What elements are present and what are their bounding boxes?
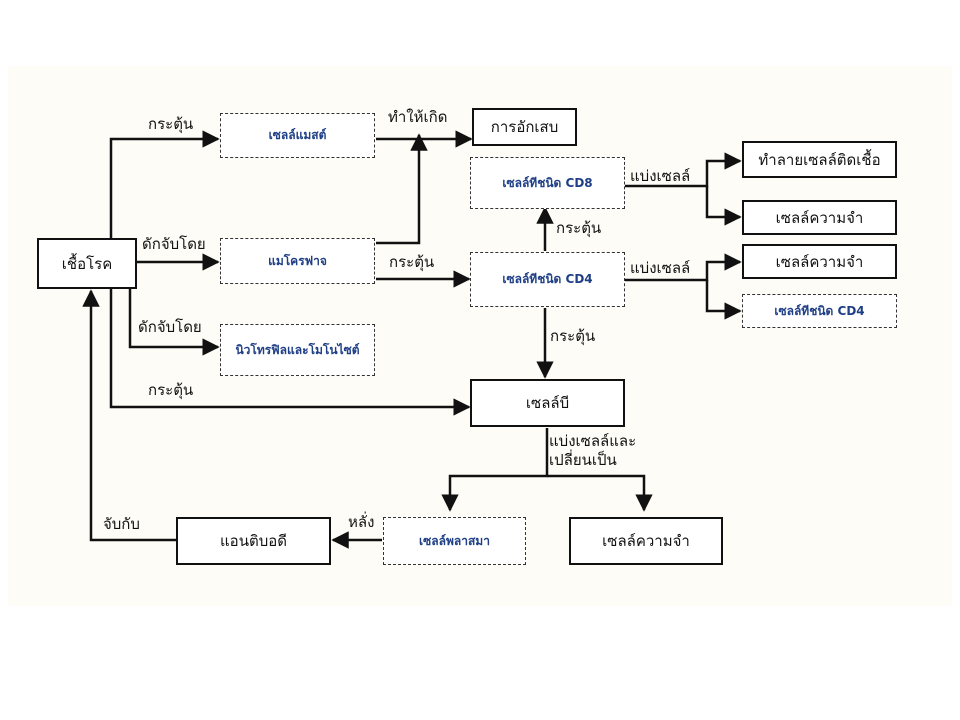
node-cd4-output: เซลล์ทีชนิด CD4 (742, 294, 897, 328)
label-stimulate-b-from-pathogen: กระตุ้น (148, 381, 194, 399)
node-antibody: แอนติบอดี (176, 517, 331, 565)
label-divide-change-line2: เปลี่ยนเป็น (549, 451, 617, 469)
label-bind: จับกับ (103, 515, 140, 533)
arrow-cd8-to-destroy (625, 152, 742, 188)
node-cd8-t-cell: เซลล์ทีชนิด CD8 (470, 157, 625, 209)
label-stimulate-b-from-cd4: กระตุ้น (550, 327, 596, 345)
arrow-cd8-to-memory (705, 186, 742, 226)
node-b-cell: เซลล์บี (470, 379, 625, 427)
label-divide-cd4: แบ่งเซลล์ (630, 259, 691, 277)
node-mast-cell: เซลล์แมสต์ (220, 113, 375, 158)
label-capture-neutrophil: ดักจับโดย (138, 318, 202, 336)
arrow-pathogen-to-mast-cell (109, 130, 220, 238)
connector-layer (82, 130, 742, 549)
node-inflammation: การอักเสบ (472, 108, 577, 146)
arrow-macrophage-to-inflammation (376, 133, 428, 245)
node-plasma-cell: เซลล์พลาสมา (383, 517, 526, 565)
label-divide-change-line1: แบ่งเซลล์และ (549, 432, 637, 450)
arrow-b-to-memory (547, 474, 653, 512)
arrow-cd4-to-cd4-out (705, 280, 742, 320)
node-pathogen: เชื้อโรค (37, 238, 137, 289)
label-stimulate-mast: กระตุ้น (148, 115, 194, 133)
label-secrete: หลั่ง (348, 513, 375, 531)
diagram-panel: เชื้อโรค เซลล์แมสต์ แมโครฟาจ นิวโทรฟิลแล… (8, 66, 952, 606)
label-divide-cd8: แบ่งเซลล์ (630, 167, 691, 185)
arrow-antibody-to-pathogen (82, 289, 176, 542)
label-stimulate-cd8: กระตุ้น (556, 219, 602, 237)
label-stimulate-cd4: กระตุ้น (389, 253, 435, 271)
arrow-pathogen-to-b-cell (109, 289, 471, 416)
arrow-cd4-to-memory (625, 253, 742, 282)
node-macrophage: แมโครฟาจ (220, 238, 375, 284)
arrow-pathogen-to-neutrophil (128, 289, 220, 356)
node-neutrophil-monocyte: นิวโทรฟิลและโมโนไซต์ (220, 324, 375, 376)
node-memory-cd4: เซลล์ความจำ (742, 244, 897, 279)
node-memory-b-cell: เซลล์ความจำ (569, 517, 723, 565)
node-memory-cd8: เซลล์ความจำ (742, 200, 897, 235)
node-destroy-infected: ทำลายเซลล์ติดเชื้อ (742, 141, 897, 178)
label-capture-macrophage: ดักจับโดย (142, 235, 206, 253)
node-cd4-t-cell: เซลล์ทีชนิด CD4 (470, 252, 625, 307)
arrow-b-to-plasma (441, 428, 549, 512)
label-cause: ทำให้เกิด (388, 108, 448, 126)
